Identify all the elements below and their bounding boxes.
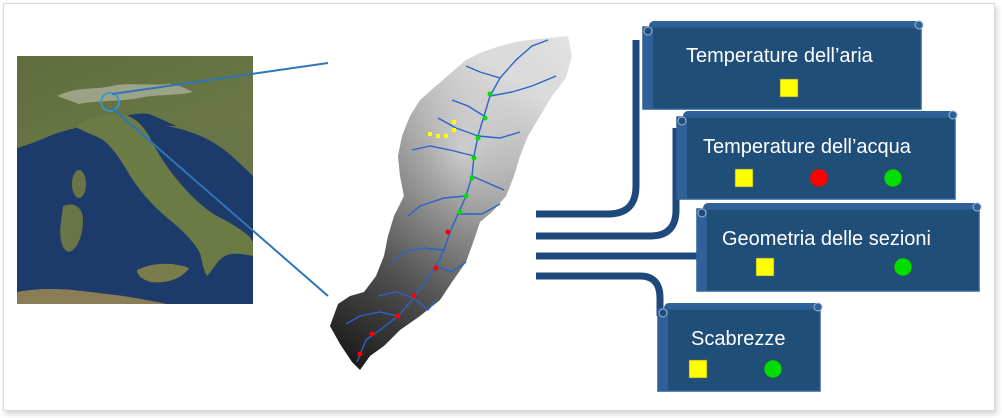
red-points <box>357 229 451 357</box>
panel-title-cross-sections: Geometria delle sezioni <box>722 228 931 250</box>
connectors <box>536 40 700 316</box>
scroll-left-roll <box>697 209 707 291</box>
zoom-circle <box>100 92 120 112</box>
yellow-point <box>452 128 456 132</box>
tributary <box>435 261 467 273</box>
scroll-left-roll <box>643 27 653 109</box>
river-network <box>345 39 557 363</box>
tributary <box>489 75 557 97</box>
red-point <box>445 229 451 235</box>
green-point <box>482 115 488 121</box>
sardinia-island <box>60 204 83 252</box>
yellow-square-marker <box>755 257 775 277</box>
sicily-island <box>137 263 189 283</box>
scroll-body <box>657 308 821 392</box>
north-africa-land <box>17 288 167 304</box>
scroll-roll-end <box>643 26 653 36</box>
scroll-right-curl <box>972 202 982 212</box>
green-point <box>475 135 481 141</box>
connector-air-temp <box>536 40 640 218</box>
green-circle-marker <box>883 168 903 188</box>
connector-roughness <box>536 272 664 316</box>
green-circle-marker <box>893 257 913 277</box>
tributary <box>451 99 485 117</box>
scroll-right-curl <box>914 20 924 30</box>
green-point <box>469 175 475 181</box>
yellow-point <box>452 120 456 124</box>
zoom-line-bottom <box>111 107 329 297</box>
northern-land <box>17 56 253 148</box>
tributary <box>413 297 437 312</box>
red-point <box>369 331 375 337</box>
tributary <box>477 131 521 139</box>
tributary <box>407 195 467 217</box>
yellow-square-marker <box>688 359 708 379</box>
tributary <box>411 145 475 157</box>
tributary <box>345 311 399 325</box>
tributary <box>458 203 501 215</box>
scroll-right-curl <box>813 302 823 312</box>
scroll-left-roll <box>677 117 687 199</box>
panel-title-water-temperature: Temperature dell’acqua <box>703 136 911 158</box>
yellow-points <box>428 120 456 138</box>
green-point <box>457 209 463 215</box>
green-circle-marker <box>763 359 783 379</box>
balkans-land <box>167 126 253 176</box>
tributary <box>391 247 445 263</box>
panel-title-roughness: Scabrezze <box>691 328 786 350</box>
green-point <box>471 155 477 161</box>
scroll-panel <box>696 202 982 292</box>
italy-map-image <box>17 56 253 304</box>
italy-satellite-map <box>17 56 253 304</box>
scroll-roll-end <box>697 208 707 218</box>
red-circle-marker <box>809 168 829 188</box>
green-points <box>457 91 493 215</box>
tributary <box>377 291 415 299</box>
scroll-roll-end <box>658 308 668 318</box>
red-point <box>357 351 363 357</box>
red-point <box>433 265 439 271</box>
panel-title-air-temperature: Temperature dell’aria <box>686 45 873 67</box>
yellow-point <box>428 132 432 136</box>
yellow-square-marker <box>734 168 754 188</box>
corsica-island <box>72 170 86 198</box>
scroll-body <box>696 208 980 292</box>
italy-peninsula <box>75 114 253 276</box>
river-basin-dem <box>330 36 572 370</box>
basin-relief <box>330 36 572 370</box>
green-point <box>463 193 469 199</box>
main-river <box>356 39 549 363</box>
scroll-right-curl <box>948 110 958 120</box>
scroll-panel <box>642 20 924 110</box>
connector-water-temp <box>536 128 680 240</box>
yellow-point <box>436 134 440 138</box>
scroll-panel <box>657 302 823 392</box>
alps-snow <box>57 84 193 104</box>
tributary <box>471 175 505 191</box>
scroll-left-roll <box>658 309 668 391</box>
tributary <box>465 65 501 79</box>
yellow-square-marker <box>779 78 799 98</box>
scroll-roll-end <box>677 116 687 126</box>
red-point <box>395 313 401 319</box>
zoom-line-top <box>111 62 329 95</box>
scroll-panel <box>676 110 958 200</box>
green-point <box>487 91 493 97</box>
scroll-panels <box>642 20 982 392</box>
red-point <box>411 293 417 299</box>
yellow-point <box>444 134 448 138</box>
